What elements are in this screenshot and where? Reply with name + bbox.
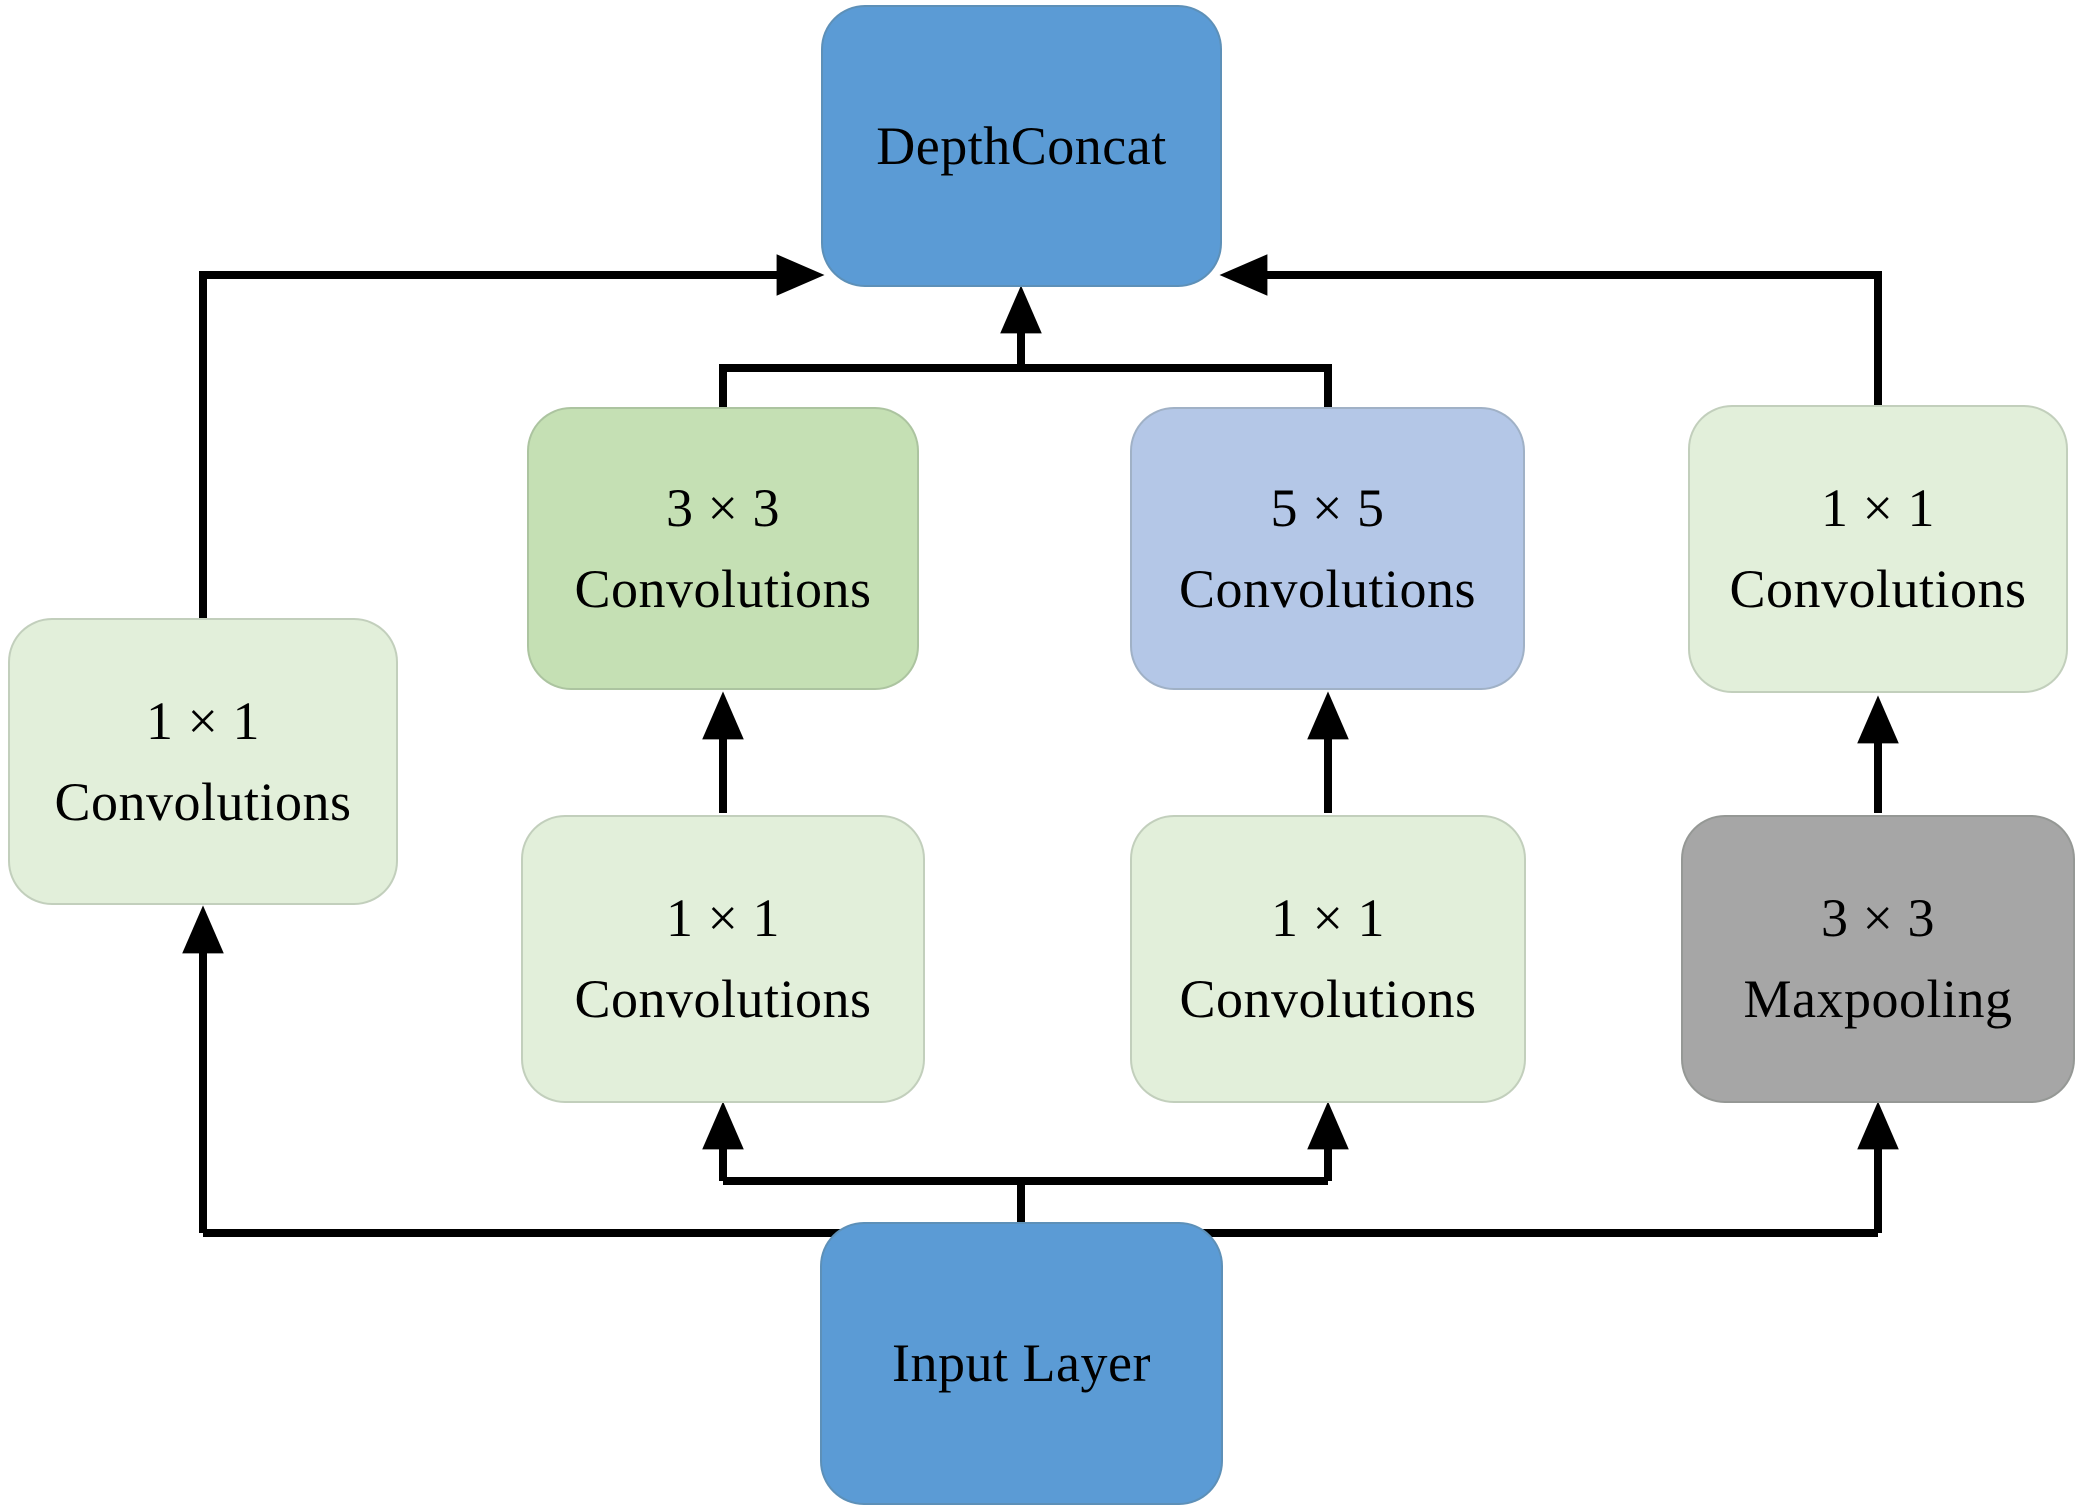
node-label: DepthConcat [876, 115, 1167, 176]
node-conv1x1-top-right: 1 × 1 Convolutions [1688, 405, 2068, 693]
node-label-line1: 1 × 1 [1821, 478, 1935, 538]
node-label-line2: Convolutions [1178, 558, 1477, 619]
node-conv1x1-mid-right: 1 × 1 Convolutions [1130, 815, 1526, 1103]
node-label: Input Layer [892, 1333, 1151, 1393]
connector-left-branch-to-depthconcat [199, 254, 825, 620]
node-label-line1: 1 × 1 [146, 690, 260, 751]
node-label-line1: 1 × 1 [1271, 888, 1385, 948]
node-input-layer: Input Layer [820, 1222, 1223, 1505]
node-conv3x3: 3 × 3 Convolutions [527, 407, 919, 690]
node-label-line2: Convolutions [1179, 969, 1477, 1029]
node-depthconcat: DepthConcat [821, 5, 1222, 287]
connector-middle-branches-bar [719, 364, 1332, 409]
connector-input-split-bar [723, 1177, 1328, 1224]
node-label-line1: 3 × 3 [1821, 888, 1935, 948]
node-conv5x5: 5 × 5 Convolutions [1130, 407, 1525, 690]
connector-right-branch-to-depthconcat [1219, 254, 1882, 407]
node-label-line1: 1 × 1 [666, 888, 780, 948]
node-label-line2: Convolutions [574, 969, 872, 1029]
node-conv1x1-mid-left: 1 × 1 Convolutions [521, 815, 925, 1103]
node-label-line2: Convolutions [54, 771, 352, 832]
node-label-line1: 3 × 3 [666, 477, 780, 538]
node-label-line2: Convolutions [1729, 559, 2027, 619]
node-maxpooling: 3 × 3 Maxpooling [1681, 815, 2075, 1103]
node-label-line2: Maxpooling [1743, 969, 2013, 1029]
node-conv1x1-left: 1 × 1 Convolutions [8, 618, 398, 905]
node-label-line2: Convolutions [574, 558, 872, 619]
node-label-line1: 5 × 5 [1270, 477, 1385, 538]
